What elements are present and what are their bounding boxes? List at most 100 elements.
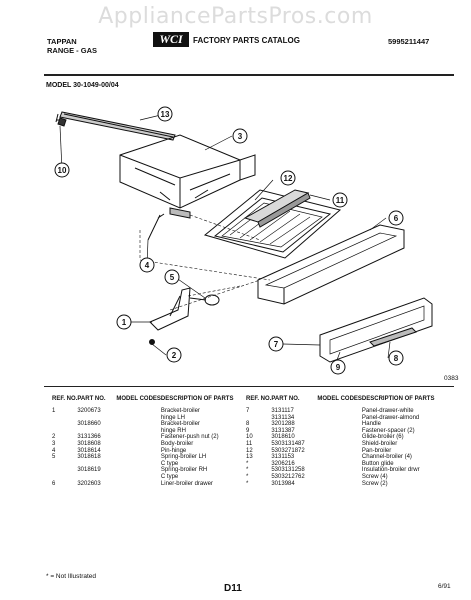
table-row: C type — [52, 474, 242, 481]
ref-cell: 6 — [52, 480, 56, 487]
parts-table-left: REF. NO. PART NO. MODEL CODES DESCRIPTIO… — [52, 396, 242, 487]
ref-cell: 13 — [246, 454, 253, 461]
ref-cell: * — [246, 480, 249, 487]
callout-1: 1 — [116, 314, 132, 330]
desc-cell: Pan-broiler — [361, 447, 392, 454]
header-rule — [44, 74, 454, 76]
ref-cell: 7 — [246, 408, 250, 414]
callout-6: 6 — [388, 210, 404, 226]
desc-cell: Glide-broiler (6) — [361, 434, 404, 441]
ref-cell: * — [246, 467, 249, 474]
part-cell: 3131117 — [271, 408, 294, 414]
part-cell: 3018614 — [77, 447, 101, 454]
page-label: D11 — [224, 583, 242, 594]
ref-cell — [246, 415, 271, 422]
callout-11: 11 — [332, 192, 348, 208]
part-cell — [77, 461, 116, 468]
ref-cell: 10 — [246, 434, 253, 441]
ref-cell: 5 — [52, 454, 56, 461]
callout-9: 9 — [330, 359, 346, 375]
ref-cell: 3 — [52, 440, 56, 447]
diagram-code: 0383 — [444, 375, 459, 382]
svg-text:12: 12 — [284, 174, 293, 183]
ref-cell: * — [246, 460, 249, 467]
callout-8: 8 — [388, 350, 404, 366]
part-cell: 5303131487 — [271, 440, 305, 447]
part-cell: 3018610 — [271, 434, 295, 441]
callout-7: 7 — [268, 336, 284, 352]
ref-cell: 8 — [246, 421, 250, 428]
desc-cell: Pin-hinge — [160, 447, 187, 454]
desc-cell: Body-broiler — [160, 440, 194, 447]
callout-12: 12 — [280, 170, 296, 186]
part-cell — [77, 474, 116, 481]
brand-line-2: RANGE - GAS — [47, 46, 98, 55]
callout-5: 5 — [164, 269, 180, 285]
handle-part — [369, 327, 417, 347]
desc-cell: Liner-broiler drawer — [160, 480, 213, 487]
svg-text:10: 10 — [58, 166, 67, 175]
diagram-rule — [44, 386, 454, 387]
desc-cell: Bracket-broiler — [160, 421, 200, 428]
brand-line-1: TAPPAN — [47, 37, 77, 46]
svg-text:4: 4 — [145, 261, 150, 270]
desc-cell: Spring-broiler LH — [160, 454, 207, 461]
model-codes-header: MODEL CODES — [116, 396, 161, 402]
shield-broiler-part — [243, 189, 311, 228]
callout-2: 2 — [166, 347, 182, 363]
desc-cell: Panel-drawer-white — [361, 408, 414, 414]
svg-text:2: 2 — [172, 351, 177, 360]
panel-drawer-part — [319, 297, 433, 363]
wci-logo-text: WCI — [159, 32, 183, 46]
table-row: hinge LH — [52, 415, 242, 422]
table-row: hinge RH — [52, 428, 242, 435]
ref-cell — [52, 415, 77, 422]
svg-text:1: 1 — [122, 318, 127, 327]
glide-broiler-part — [57, 117, 67, 127]
ref-cell: 12 — [246, 447, 253, 454]
desc-cell: C type — [160, 460, 179, 467]
part-cell: 3018660 — [77, 421, 101, 428]
ref-cell: 1 — [52, 408, 56, 414]
table-row: 7 3131117 Panel-drawer-white — [246, 408, 456, 415]
parts-table-header: REF. NO. PART NO. MODEL CODES DESCRIPTIO… — [246, 396, 456, 403]
desc-cell: Channel-broiler (4) — [361, 454, 412, 461]
parts-table-right: REF. NO. PART NO. MODEL CODES DESCRIPTIO… — [246, 396, 456, 487]
catalog-number: 5995211447 — [388, 37, 430, 46]
part-cell: 3131366 — [77, 434, 101, 441]
broiler-body-part — [119, 134, 256, 219]
part-no-header: PART NO. — [77, 396, 106, 402]
ref-cell — [52, 461, 77, 468]
svg-text:6: 6 — [394, 214, 399, 223]
ref-cell — [52, 428, 77, 435]
ref-cell: 4 — [52, 447, 56, 454]
desc-cell: Insulation-broiler drwr — [361, 467, 420, 474]
table-row: * 5303131258 Insulation-broiler drwr — [246, 467, 456, 474]
svg-text:7: 7 — [274, 340, 279, 349]
desc-cell: Panel-drawer-almond — [361, 414, 420, 421]
desc-cell: hinge LH — [160, 414, 185, 421]
table-row: 3018660 Bracket-broiler — [52, 421, 242, 428]
part-cell — [77, 428, 116, 435]
description-header: DESCRIPTION OF PARTS — [361, 396, 435, 402]
part-no-header: PART NO. — [271, 396, 300, 402]
svg-text:13: 13 — [161, 110, 170, 119]
part-cell — [77, 415, 116, 422]
desc-cell: Screw (4) — [361, 473, 388, 480]
desc-cell: Button glide — [361, 460, 394, 467]
part-cell: 3018619 — [77, 467, 101, 474]
desc-cell: hinge RH — [160, 427, 186, 434]
not-illustrated-note: * = Not Illustrated — [46, 573, 97, 580]
part-cell: 5303131258 — [271, 467, 305, 474]
part-cell: 3131387 — [271, 427, 295, 434]
description-header: DESCRIPTION OF PARTS — [160, 396, 234, 402]
